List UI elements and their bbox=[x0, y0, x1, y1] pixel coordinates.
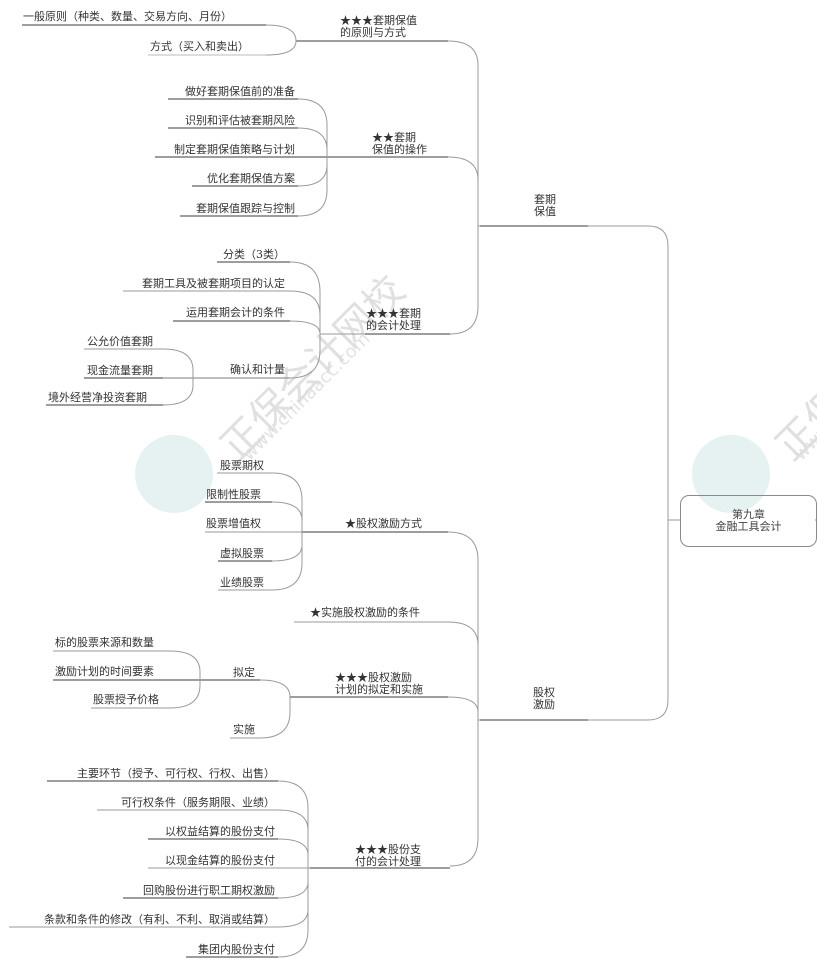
node-label-line1: ★★★套期保值 bbox=[340, 14, 417, 27]
leaf-recognition[interactable]: 确认和计量 bbox=[230, 363, 285, 376]
leaf-fair-value-hedge[interactable]: 公允价值套期 bbox=[87, 335, 153, 348]
leaf-methods[interactable]: 方式（买入和卖出） bbox=[150, 40, 249, 53]
leaf-vesting-conditions[interactable]: 可行权条件（服务期限、业绩） bbox=[121, 796, 275, 809]
leaf-stock-source[interactable]: 标的股票来源和数量 bbox=[55, 636, 154, 649]
node-label-line2: 的原则与方式 bbox=[340, 25, 406, 39]
leaf-cash-settled[interactable]: 以现金结算的股份支付 bbox=[165, 854, 275, 867]
leaf-performance-stock[interactable]: 业绩股票 bbox=[220, 576, 264, 589]
leaf-sar[interactable]: 股票增值权 bbox=[206, 517, 261, 530]
branch-hedging[interactable]: 套期 保值 bbox=[534, 194, 556, 217]
leaf-net-investment-hedge[interactable]: 境外经营净投资套期 bbox=[48, 391, 147, 404]
node-label-line2: 计划的拟定和实施 bbox=[335, 682, 423, 696]
node-label-line2: 的会计处理 bbox=[366, 318, 421, 332]
leaf-classification[interactable]: 分类（3类） bbox=[223, 248, 285, 261]
node-label-line1: ★★★股权激励 bbox=[335, 671, 412, 684]
root-title-line2: 金融工具会计 bbox=[715, 520, 782, 533]
node-label-line1: ★★★股份支 bbox=[355, 843, 421, 856]
watermark-logo-left bbox=[135, 435, 213, 513]
node-label-line1: ★★套期 bbox=[372, 131, 416, 144]
watermark-logo-right bbox=[692, 435, 770, 513]
leaf-cash-flow-hedge[interactable]: 现金流量套期 bbox=[87, 364, 153, 377]
leaf-conditions[interactable]: 运用套期会计的条件 bbox=[186, 306, 285, 319]
leaf-main-stages[interactable]: 主要环节（授予、可行权、行权、出售） bbox=[77, 767, 275, 780]
leaf-buyback[interactable]: 回购股份进行职工期权激励 bbox=[143, 884, 275, 897]
node-label-line2: 保值的操作 bbox=[372, 142, 427, 156]
root-node[interactable]: 第九章 金融工具会计 bbox=[680, 495, 817, 547]
leaf-phantom-stock[interactable]: 虚拟股票 bbox=[220, 547, 264, 560]
leaf-modification[interactable]: 条款和条件的修改（有利、不利、取消或结算） bbox=[44, 913, 275, 926]
node-incentive-conditions[interactable]: ★实施股权激励的条件 bbox=[310, 606, 420, 619]
leaf-grant-price[interactable]: 股票授予价格 bbox=[93, 693, 159, 706]
leaf-op-2[interactable]: 识别和评估被套期风险 bbox=[185, 114, 295, 127]
leaf-identification[interactable]: 套期工具及被套期项目的认定 bbox=[142, 277, 285, 290]
branch-hedging-line1: 套期 bbox=[534, 193, 556, 206]
leaf-op-3[interactable]: 制定套期保值策略与计划 bbox=[174, 143, 295, 156]
leaf-general-principles[interactable]: 一般原则（种类、数量、交易方向、月份） bbox=[23, 10, 232, 23]
branch-equity-incentive[interactable]: 股权 激励 bbox=[533, 687, 555, 710]
leaf-formulate[interactable]: 拟定 bbox=[233, 666, 255, 679]
leaf-group-payment[interactable]: 集团内股份支付 bbox=[198, 943, 275, 956]
leaf-op-1[interactable]: 做好套期保值前的准备 bbox=[185, 85, 295, 98]
node-hedging-principles[interactable]: ★★★套期保值 的原则与方式 bbox=[340, 15, 417, 38]
branch-equity-incentive-line2: 激励 bbox=[533, 697, 555, 711]
node-label-line1: ★★★套期 bbox=[366, 307, 421, 320]
node-hedge-accounting[interactable]: ★★★套期 的会计处理 bbox=[366, 308, 421, 331]
leaf-op-4[interactable]: 优化套期保值方案 bbox=[207, 172, 295, 185]
node-plan-formulation[interactable]: ★★★股权激励 计划的拟定和实施 bbox=[335, 672, 423, 695]
root-title-line1: 第九章 bbox=[732, 508, 765, 521]
leaf-op-5[interactable]: 套期保值跟踪与控制 bbox=[196, 202, 295, 215]
leaf-time-elements[interactable]: 激励计划的时间要素 bbox=[55, 665, 154, 678]
leaf-restricted-stock[interactable]: 限制性股票 bbox=[206, 488, 261, 501]
branch-equity-incentive-line1: 股权 bbox=[533, 686, 555, 699]
branch-hedging-line2: 保值 bbox=[534, 204, 556, 218]
leaf-stock-options[interactable]: 股票期权 bbox=[220, 459, 264, 472]
node-incentive-methods[interactable]: ★股权激励方式 bbox=[345, 517, 422, 530]
leaf-implement[interactable]: 实施 bbox=[233, 723, 255, 736]
node-hedging-operation[interactable]: ★★套期 保值的操作 bbox=[372, 132, 427, 155]
node-label-line2: 付的会计处理 bbox=[355, 854, 421, 868]
node-share-payment-accounting[interactable]: ★★★股份支 付的会计处理 bbox=[355, 844, 421, 867]
leaf-equity-settled[interactable]: 以权益结算的股份支付 bbox=[165, 825, 275, 838]
